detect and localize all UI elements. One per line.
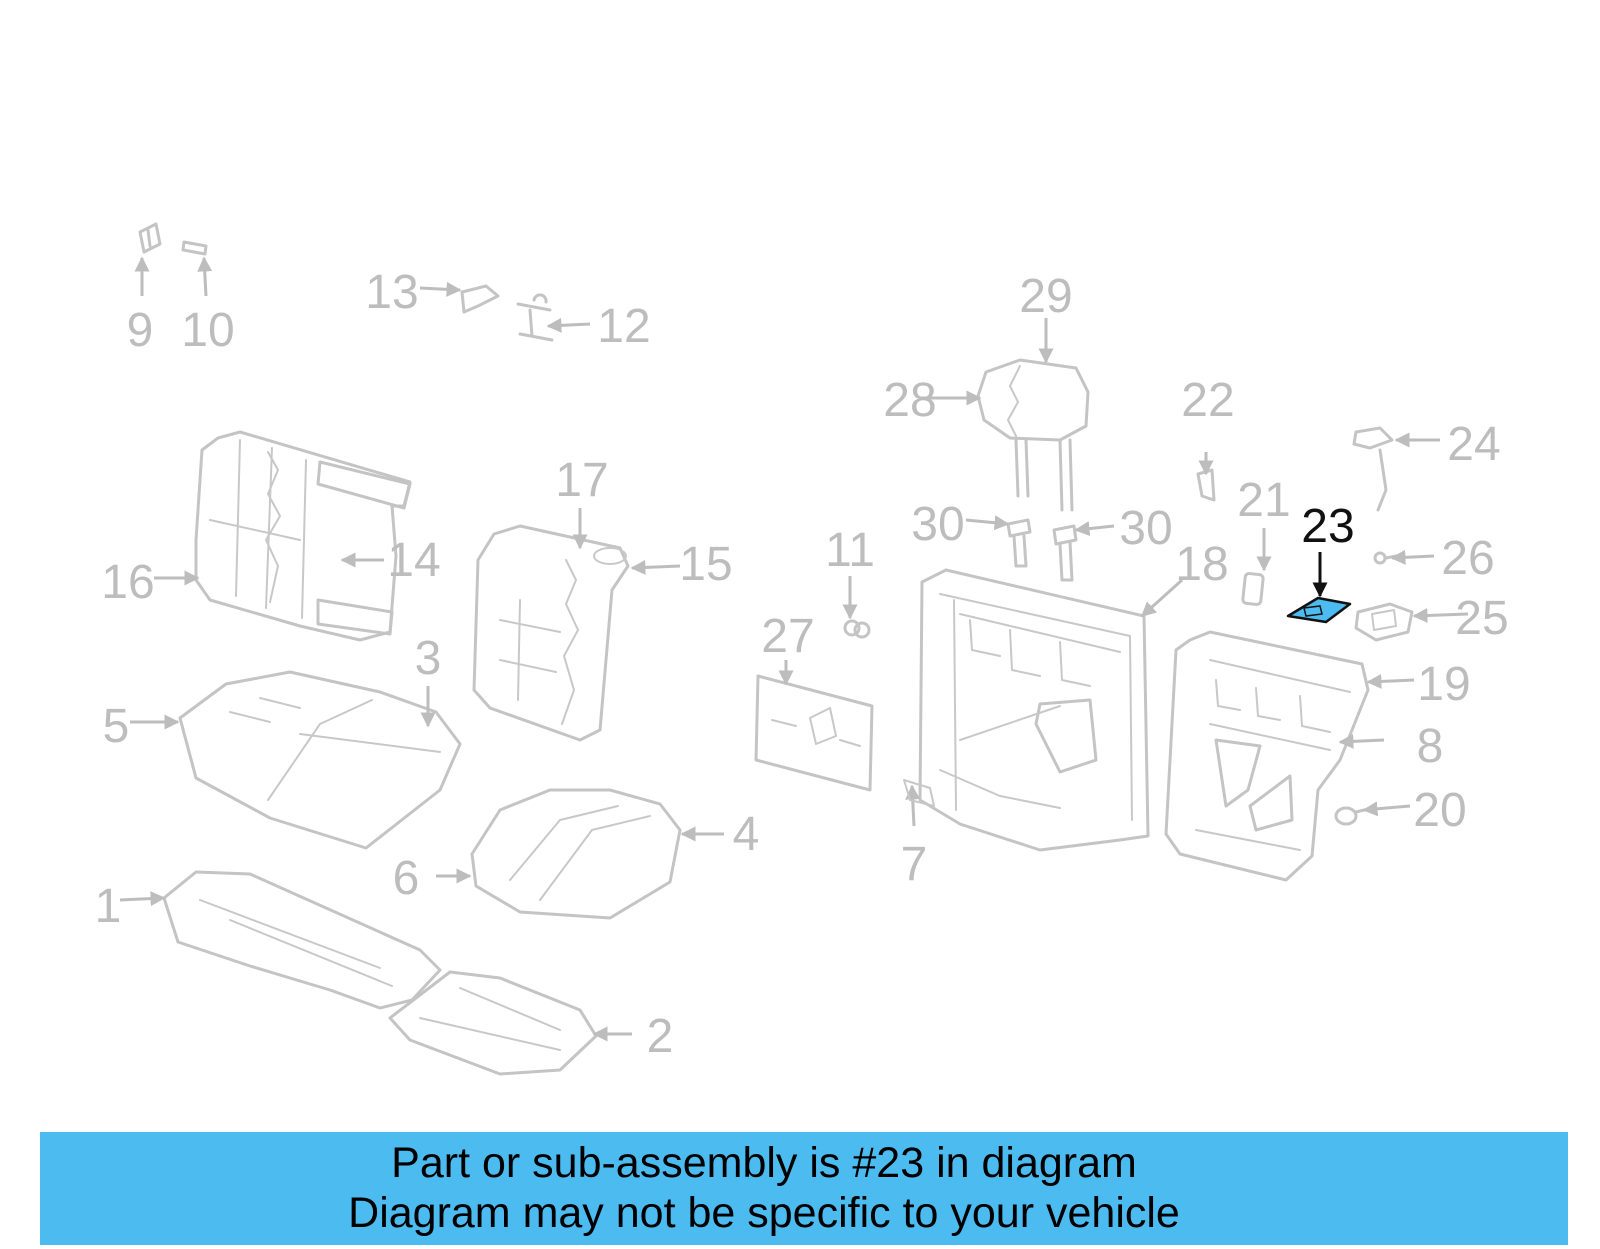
part-19-seatback-panel (1164, 630, 1370, 882)
callout-30-right: 30 (1119, 502, 1172, 555)
part-25-latch-cover (1354, 602, 1414, 642)
caption-line-2: Diagram may not be specific to your vehi… (348, 1189, 1180, 1237)
callout-3: 3 (415, 632, 442, 685)
callout-13: 13 (365, 266, 418, 319)
callout-5: 5 (103, 700, 130, 753)
callout-24: 24 (1447, 418, 1500, 471)
part-13-bracket (460, 284, 500, 314)
callout-23-highlighted: 23 (1301, 500, 1354, 553)
part-18-seatback-frame (918, 568, 1150, 852)
part-22-clip (1196, 468, 1216, 502)
callout-2: 2 (647, 1010, 674, 1063)
caption-bar: Part or sub-assembly is #23 in diagram D… (40, 1132, 1568, 1245)
part-30-headrest-guide-left (1006, 518, 1032, 568)
callout-14: 14 (387, 534, 440, 587)
part-28-headrest (976, 358, 1090, 512)
callout-25: 25 (1455, 592, 1508, 645)
part-11-grommet (843, 619, 871, 639)
part-14-bolster (316, 460, 412, 636)
callout-22: 22 (1181, 374, 1234, 427)
callout-4: 4 (733, 808, 760, 861)
leader-lines (119, 256, 1469, 1042)
callout-6: 6 (393, 852, 420, 905)
part-24-harness (1352, 426, 1394, 512)
callout-15: 15 (679, 538, 732, 591)
part-21-bezel (1241, 572, 1265, 606)
callout-21: 21 (1237, 474, 1290, 527)
callout-28: 28 (883, 374, 936, 427)
callout-16: 16 (101, 556, 154, 609)
callout-30-left: 30 (911, 498, 964, 551)
callout-20: 20 (1413, 784, 1466, 837)
part-10-pin (181, 240, 208, 256)
part-27-label-kit (754, 674, 874, 792)
callout-8: 8 (1417, 720, 1444, 773)
callout-7: 7 (901, 838, 928, 891)
callout-11: 11 (825, 524, 875, 577)
part-7-bracket (903, 779, 935, 807)
part-23-highlighted (1286, 596, 1352, 624)
callout-17: 17 (555, 454, 608, 507)
callout-10: 10 (181, 304, 234, 357)
callout-labels: 9 10 13 12 14 16 17 15 3 5 4 6 1 2 11 27… (95, 266, 1509, 1063)
callout-26: 26 (1441, 532, 1494, 585)
callout-12: 12 (597, 300, 650, 353)
caption-line-1: Part or sub-assembly is #23 in diagram (391, 1139, 1137, 1187)
callout-29: 29 (1019, 270, 1072, 323)
part-30-headrest-guide-right (1052, 524, 1078, 582)
callout-18: 18 (1175, 538, 1228, 591)
callout-1: 1 (95, 880, 122, 933)
part-20-clip (1334, 806, 1366, 826)
callout-27: 27 (761, 610, 814, 663)
part-2-seat-pan (388, 970, 598, 1076)
part-12-latch (516, 293, 554, 342)
part-4-seat-cushion-lower (470, 788, 682, 920)
part-15-seatback-cushion (472, 524, 630, 742)
part-3-seat-cushion (178, 670, 462, 850)
part-9-clip (138, 222, 162, 254)
callout-19: 19 (1417, 658, 1470, 711)
callout-9: 9 (127, 304, 154, 357)
